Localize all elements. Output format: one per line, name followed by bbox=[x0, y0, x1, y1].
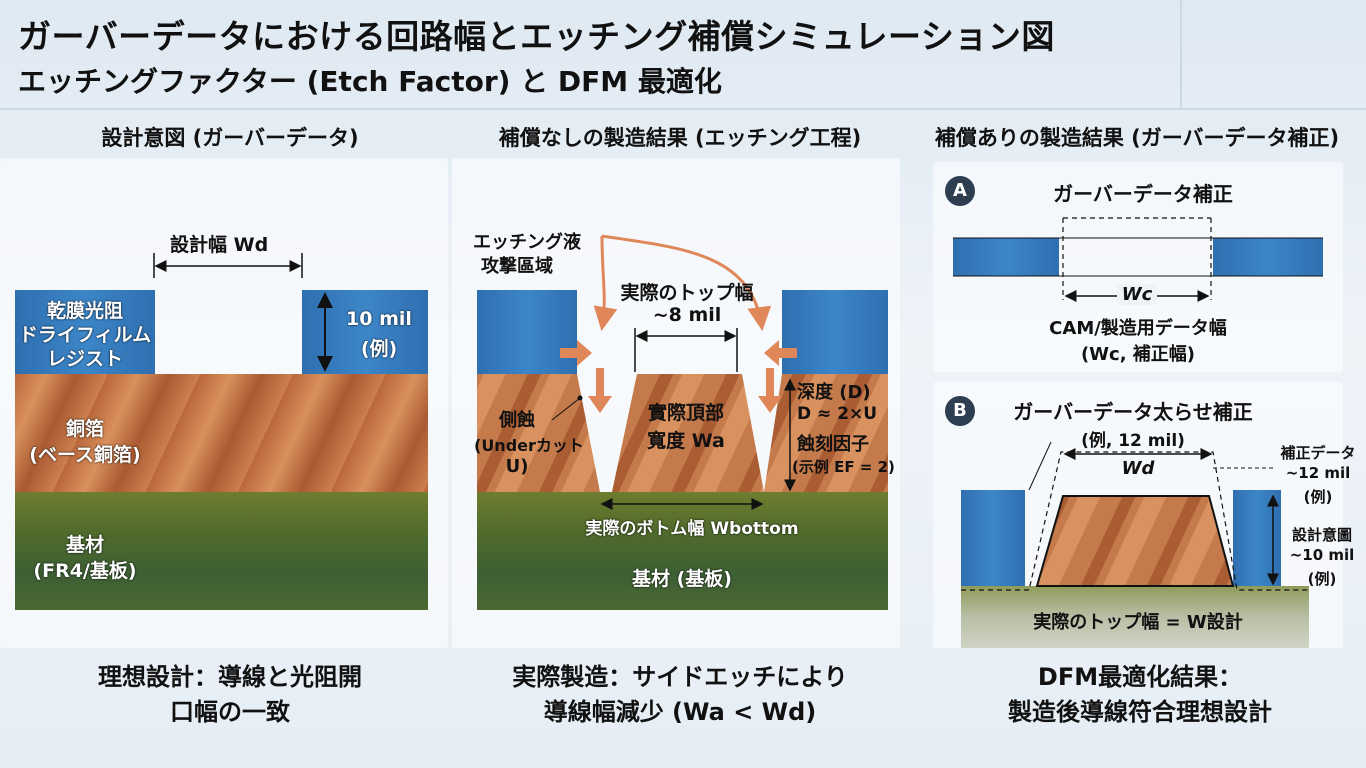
middle-footer: 実際製造：サイドエッチにより 導線幅減少 (Wa < Wd) bbox=[460, 660, 900, 730]
copper-layer bbox=[15, 374, 428, 492]
right-panel-b: B ガーバーデータ太らせ補正 (例, 12 mil) Wd 補正データ ~12 … bbox=[933, 382, 1356, 648]
depth-label-1: 深度 (D) bbox=[797, 382, 871, 403]
resist-right bbox=[782, 290, 888, 374]
b-corr-label-3: (例) bbox=[1303, 488, 1333, 506]
design-width-label: 設計幅 Wd bbox=[170, 234, 269, 256]
bg-line bbox=[0, 108, 1366, 110]
etch-arrow-left-side bbox=[560, 340, 592, 366]
etchant-label-1: エッチング液 bbox=[473, 232, 581, 253]
a-wc-label: Wc bbox=[1117, 284, 1157, 305]
b-annotation-svg bbox=[961, 441, 1309, 591]
b-resist-left bbox=[961, 490, 1025, 586]
page-subtitle: エッチングファクター (Etch Factor) と DFM 最適化 bbox=[18, 65, 722, 98]
thickness-label-2: (例) bbox=[360, 338, 398, 360]
a-annotation-svg bbox=[953, 217, 1323, 302]
etch-arrow-left-down bbox=[588, 368, 612, 413]
b-corr-label-1: 補正データ bbox=[1280, 444, 1356, 462]
etchant-pointer-left bbox=[593, 235, 618, 331]
resist-left bbox=[15, 290, 155, 374]
b-wd-label: Wd bbox=[1121, 458, 1155, 479]
top-width-label-2: ~8 mil bbox=[652, 304, 722, 326]
undercut-label-3: U) bbox=[505, 456, 529, 477]
b-corr-label-2: ~12 mil bbox=[1285, 464, 1351, 482]
middle-cross-section-svg bbox=[477, 234, 888, 510]
copper-left bbox=[477, 374, 600, 492]
thickness-label-1: 10 mil bbox=[346, 308, 412, 330]
b-top-label: 実際のトップ幅 = W設計 bbox=[1033, 612, 1243, 633]
undercut-dot bbox=[577, 395, 583, 401]
bottom-width-label: 実際のボトム幅 Wbottom bbox=[585, 519, 799, 539]
b-copper-trace bbox=[1035, 495, 1235, 587]
substrate-layer bbox=[15, 492, 428, 610]
etchant-label-2: 攻撃區域 bbox=[481, 256, 553, 277]
top-width-label-1: 実際のトップ幅 bbox=[620, 282, 754, 304]
copper-label-1: 銅箔 bbox=[65, 418, 104, 440]
a-resist-right bbox=[1213, 238, 1323, 276]
etch-arrow-right-down bbox=[758, 368, 782, 413]
depth-label-3: 蝕刻因子 bbox=[797, 434, 869, 455]
left-footer: 理想設計：導線と光阻開 口幅の一致 bbox=[20, 660, 440, 730]
left-column-header: 設計意図 (ガーバーデータ) bbox=[101, 126, 359, 150]
substrate-label-2: (FR4/基板) bbox=[33, 560, 137, 582]
substrate-label: 基材 (基板) bbox=[632, 568, 732, 590]
b-leader bbox=[1028, 441, 1052, 491]
middle-footer-line-1: 実際製造：サイドエッチにより bbox=[512, 663, 848, 691]
right-footer: DFM最適化結果： 製造後導線符合理想設計 bbox=[920, 660, 1360, 730]
right-footer-line-2: 製造後導線符合理想設計 bbox=[1008, 697, 1272, 726]
b-design-label-2: ~10 mil bbox=[1289, 546, 1355, 564]
badge-b: B bbox=[945, 396, 975, 426]
b-substrate bbox=[961, 586, 1309, 648]
b-design-label-1: 設計意圖 bbox=[1291, 526, 1352, 544]
trace-label-2: 寬度 Wa bbox=[647, 430, 725, 452]
left-panel: 設計幅 Wd 乾膜光阻 ドライフィルム レジスト 10 mil (例) 銅箔 (… bbox=[0, 158, 448, 648]
b-design-label-3: (例) bbox=[1307, 570, 1337, 588]
right-panel-a: A ガーバーデータ補正 Wc CAM/製造用データ幅 (Wc, 補正幅) bbox=[933, 162, 1343, 372]
resist-label-3: レジスト bbox=[46, 348, 123, 370]
undercut-leader bbox=[551, 397, 581, 421]
right-column-header: 補償ありの製造結果 (ガーバーデータ補正) bbox=[934, 126, 1340, 150]
undercut-label-2: (Underカット bbox=[474, 436, 584, 455]
substrate-label-1: 基材 bbox=[65, 534, 104, 556]
page-title: ガーバーデータにおける回路幅とエッチング補償シミュレーション図 bbox=[18, 17, 1055, 56]
copper-label-2: (ベース銅箔) bbox=[29, 444, 141, 466]
substrate-layer bbox=[477, 492, 888, 610]
left-footer-line-2: 口幅の一致 bbox=[170, 697, 290, 726]
badge-a: A bbox=[945, 176, 975, 206]
a-caption-2: (Wc, 補正幅) bbox=[1080, 344, 1196, 365]
a-resist-left bbox=[953, 238, 1059, 276]
middle-column-header: 補償なしの製造結果 (エッチング工程) bbox=[498, 126, 862, 150]
trace-label-1: 實際頂部 bbox=[647, 402, 724, 424]
middle-panel: エッチング液 攻撃區域 実際のトップ幅 ~8 mil 側蝕 (Underカット … bbox=[452, 158, 900, 648]
resist-left bbox=[477, 290, 577, 374]
a-title: ガーバーデータ補正 bbox=[1053, 182, 1233, 206]
left-annotation-svg bbox=[153, 253, 333, 372]
depth-label-2: D ≈ 2×U bbox=[797, 404, 878, 424]
b-title: ガーバーデータ太らせ補正 bbox=[1013, 400, 1253, 424]
bg-line bbox=[1180, 0, 1182, 108]
left-footer-line-1: 理想設計：導線と光阻開 bbox=[98, 663, 362, 691]
middle-footer-line-2: 導線幅減少 (Wa < Wd) bbox=[543, 697, 817, 726]
b-dash-outline bbox=[961, 451, 1309, 591]
a-caption-1: CAM/製造用データ幅 bbox=[1049, 318, 1227, 339]
etch-arrow-right-side bbox=[764, 340, 797, 366]
undercut-label-1: 側蝕 bbox=[499, 410, 535, 431]
resist-label-1: 乾膜光阻 bbox=[46, 300, 123, 322]
resist-label-2: ドライフィルム bbox=[18, 324, 152, 346]
depth-label-4: (示例 EF = 2) bbox=[792, 458, 895, 476]
right-footer-line-1: DFM最適化結果： bbox=[1037, 663, 1243, 691]
b-example: (例, 12 mil) bbox=[1081, 431, 1185, 451]
copper-trace bbox=[612, 374, 764, 492]
etchant-pointer-right bbox=[601, 234, 772, 331]
